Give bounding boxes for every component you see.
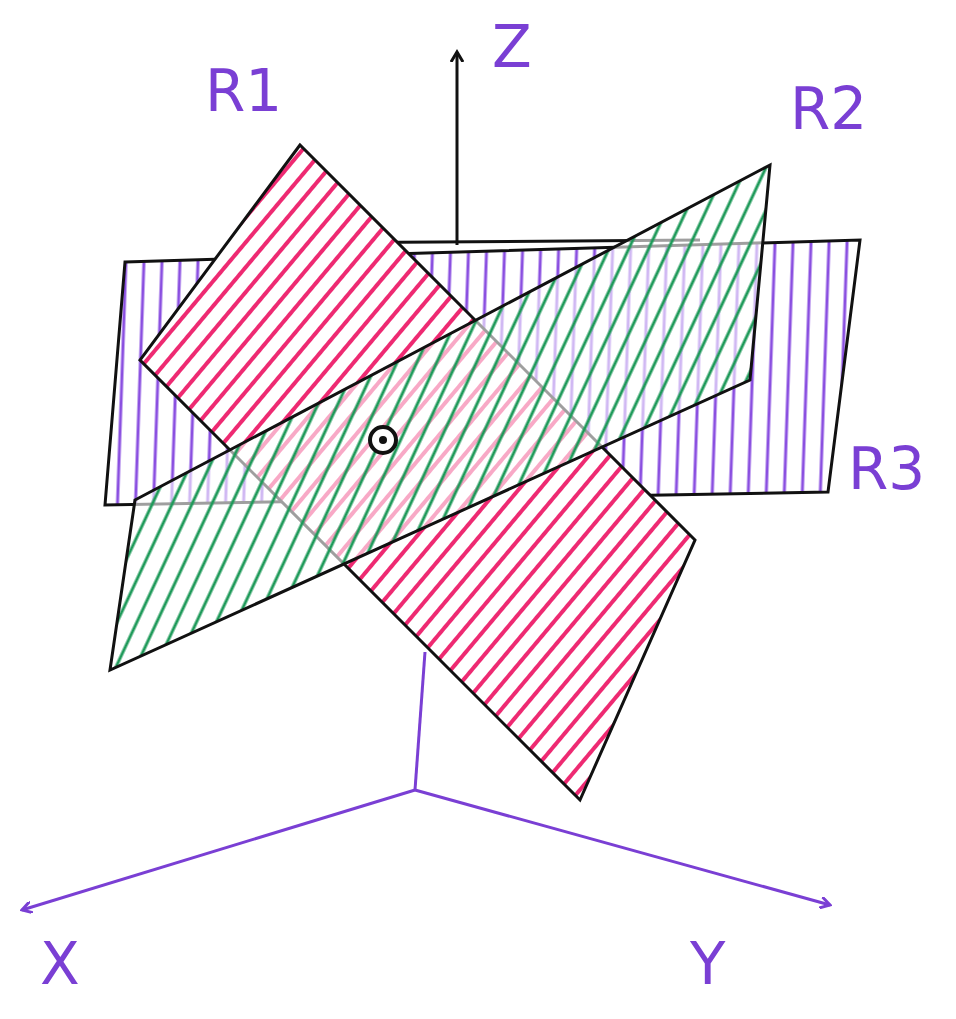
axis-or-plane-label: R1 [205, 62, 282, 120]
axis-or-plane-label: X [40, 935, 80, 993]
axis-or-plane-label: Y [690, 935, 725, 993]
axis-or-plane-label: Z [492, 18, 532, 76]
axis-or-plane-label: R2 [790, 80, 867, 138]
axis-or-plane-label: R3 [848, 440, 925, 498]
